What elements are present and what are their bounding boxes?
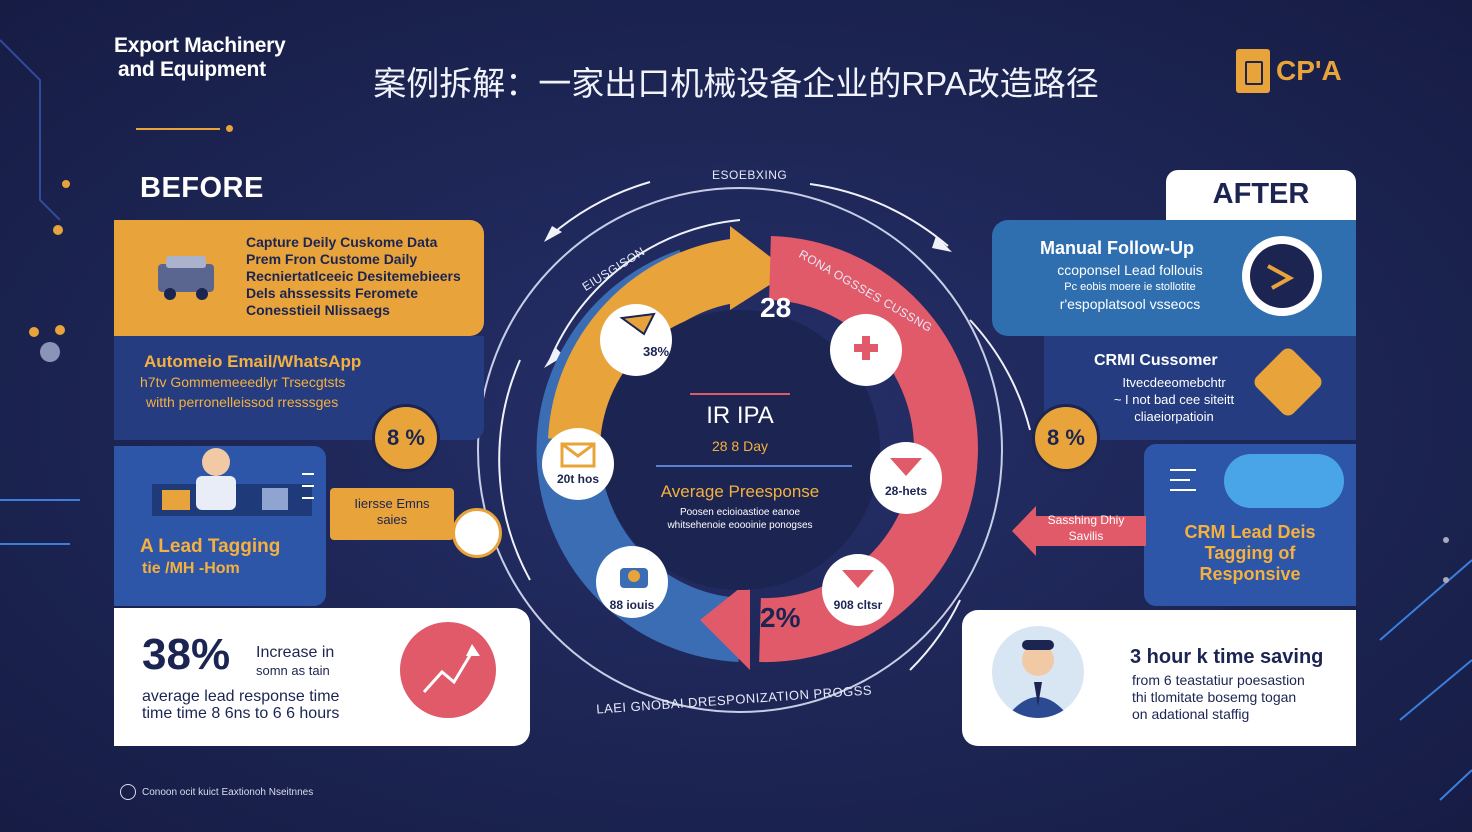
flow-label-top: ESOEBXING xyxy=(712,168,788,182)
left-stat-line2: somn as tain xyxy=(256,663,330,678)
capture-line2: Prem Fron Custome Daily xyxy=(246,251,418,267)
capture-line3: Recniertatlceeic Desitemebieers xyxy=(246,268,461,284)
node-label-5: 88 iouis xyxy=(609,598,655,612)
logo-text: CP'A xyxy=(1276,55,1342,86)
ring-bottom-stat: 2% xyxy=(760,602,801,633)
person-avatar-small xyxy=(452,508,502,558)
ring-top-stat: 28 xyxy=(760,292,792,323)
logo: CP'A xyxy=(1236,48,1342,94)
left-stat-line1: Increase in xyxy=(256,644,335,661)
followup-desc: ccoponsel Lead follouis Pc eobis moere i… xyxy=(1020,262,1240,313)
crm-line3: cliaeiorpatioin xyxy=(1134,409,1214,424)
crm-line2: ~ I not bad cee siteitt xyxy=(1113,392,1235,407)
automation-line2: h7tv Gommemeeedlyr Trsecgtsts xyxy=(140,374,346,390)
right-stat-desc: from 6 teastatiur poesastion thi tlomita… xyxy=(1132,672,1342,723)
followup-line1: ccoponsel Lead follouis xyxy=(1057,262,1203,278)
capture-line4: Dels ahssessits Feromete xyxy=(246,285,418,301)
left-stat-big: 38% xyxy=(142,630,231,679)
crm-lead-card: CRM Lead Deis Tagging of Responsive xyxy=(1144,444,1356,606)
savings-text: Sasshing Dhiy Savilis xyxy=(1036,512,1136,544)
crm-title: CRMI Cussomer xyxy=(1094,352,1218,369)
footer-icon xyxy=(120,784,136,800)
brand-underline xyxy=(136,128,220,130)
node-label-3: 20t hos xyxy=(556,472,599,486)
right-stat-line1: from 6 teastatiur poesastion xyxy=(1132,672,1305,688)
increase-sales-card: Iiersse Emns saies xyxy=(330,488,454,540)
footer: Conoon ocit kuict Eaxtionoh Nseitnnes xyxy=(120,784,313,800)
followup-title: Manual Follow-Up xyxy=(1040,238,1194,258)
footer-text: Conoon ocit kuict Eaxtionoh Nseitnnes xyxy=(142,786,314,798)
page-title: 案例拆解：一家出口机械设备企业的RPA改造路径 xyxy=(373,65,1099,102)
businessman-avatar xyxy=(992,626,1084,718)
capture-line1: Capture Deily Cuskome Data xyxy=(246,234,438,250)
lead-tagging-sub: tie /MH -Hom xyxy=(142,560,240,577)
increase-line2: saies xyxy=(376,512,408,527)
brand-line2: and Equipment xyxy=(118,58,266,81)
center-desc: Poosen ecioioastioe eanoe whitsehenoie e… xyxy=(640,506,840,532)
left-percent-badge: 8 % xyxy=(372,404,440,472)
left-stat-desc2: average lead response time time time 8 6… xyxy=(142,688,339,722)
right-stat-line3: on adational staffig xyxy=(1132,706,1250,722)
savings-line2: Savilis xyxy=(1068,529,1104,543)
capture-card: Capture Deily Cuskome Data Prem Fron Cus… xyxy=(114,220,484,336)
increase-line1: Iiersse Emns xyxy=(354,496,430,511)
capture-line5: Conesstieil Nlissaegs xyxy=(246,302,390,318)
toolkit-icon xyxy=(620,568,648,588)
center-label: Average Preesponse xyxy=(660,482,820,501)
before-heading: BEFORE xyxy=(140,172,264,204)
lead-tagging-card: A Lead Tagging tie /MH -Hom xyxy=(114,446,326,606)
envelope-icon xyxy=(842,570,874,588)
savings-arrow xyxy=(1012,506,1146,556)
left-stat-line3: average lead response time xyxy=(142,688,340,705)
capture-text: Capture Deily Cuskome Data Prem Fron Cus… xyxy=(246,234,476,319)
right-percent-badge: 8 % xyxy=(1032,404,1100,472)
list-icon xyxy=(1170,469,1196,491)
envelope-icon xyxy=(890,458,922,476)
machine-icon xyxy=(158,256,214,300)
right-stat-card: 3 hour k time saving from 6 teastatiur p… xyxy=(962,610,1356,746)
crm-lead-text: CRM Lead Deis Tagging of Responsive xyxy=(1144,522,1356,585)
center-desc-line2: whitsehenoie eoooinie ponogses xyxy=(667,520,813,531)
left-stat-desc: Increase in somn as tain xyxy=(256,644,386,680)
brand-dot xyxy=(226,125,233,132)
node-label-4: 28-hets xyxy=(884,484,928,498)
crm-line1: Itvecdeeomebchtr xyxy=(1122,375,1226,390)
logo-icon xyxy=(1236,49,1270,93)
growth-chart-icon xyxy=(400,622,496,718)
crm-lead-line2: Tagging of xyxy=(1204,543,1296,563)
envelope-icon xyxy=(560,442,596,468)
pen-icon xyxy=(619,312,656,336)
node-label-6: 908 cltsr xyxy=(833,598,883,612)
automation-line3: witth perronelleissod rresssges xyxy=(146,394,339,410)
clock-icon xyxy=(1242,236,1322,316)
right-stat-line2: thi tlomitate bosemg togan xyxy=(1132,689,1297,705)
left-stat-line4: time time 8 6ns to 6 6 hours xyxy=(142,705,340,722)
automation-title: Automeio Email/WhatsApp xyxy=(144,352,362,371)
worker-icon xyxy=(152,448,314,516)
crm-desc: Itvecdeeomebchtr ~ I not bad cee siteitt… xyxy=(1094,374,1254,425)
followup-line3: r'espoplatsool vsseocs xyxy=(1059,296,1201,312)
rpa-cycle-diagram xyxy=(477,181,1031,713)
center-subtitle: 28 8 Day xyxy=(711,438,769,454)
followup-line2: Pc eobis moere ie stollotite xyxy=(1064,281,1196,293)
after-heading: AFTER xyxy=(1166,170,1356,220)
left-stat-card: 38% Increase in somn as tain average lea… xyxy=(114,608,530,746)
database-icon xyxy=(1251,345,1325,419)
crm-lead-line3: Responsive xyxy=(1199,564,1301,584)
savings-line1: Sasshing Dhiy xyxy=(1047,513,1125,527)
lead-tagging-title: A Lead Tagging xyxy=(140,536,281,557)
brand-line1: Export Machinery xyxy=(114,34,286,57)
brand-title: Export Machinery and Equipment xyxy=(114,34,286,82)
crm-lead-line1: CRM Lead Deis xyxy=(1184,522,1316,542)
followup-card: Manual Follow-Up ccoponsel Lead follouis… xyxy=(992,220,1356,336)
right-stat-title: 3 hour k time saving xyxy=(1130,646,1324,668)
center-title: IR IPA xyxy=(706,402,774,429)
cloud-icon xyxy=(1224,454,1344,508)
node-label-1: 38% xyxy=(642,344,670,359)
center-desc-line1: Poosen ecioioastioe eanoe xyxy=(679,507,801,518)
